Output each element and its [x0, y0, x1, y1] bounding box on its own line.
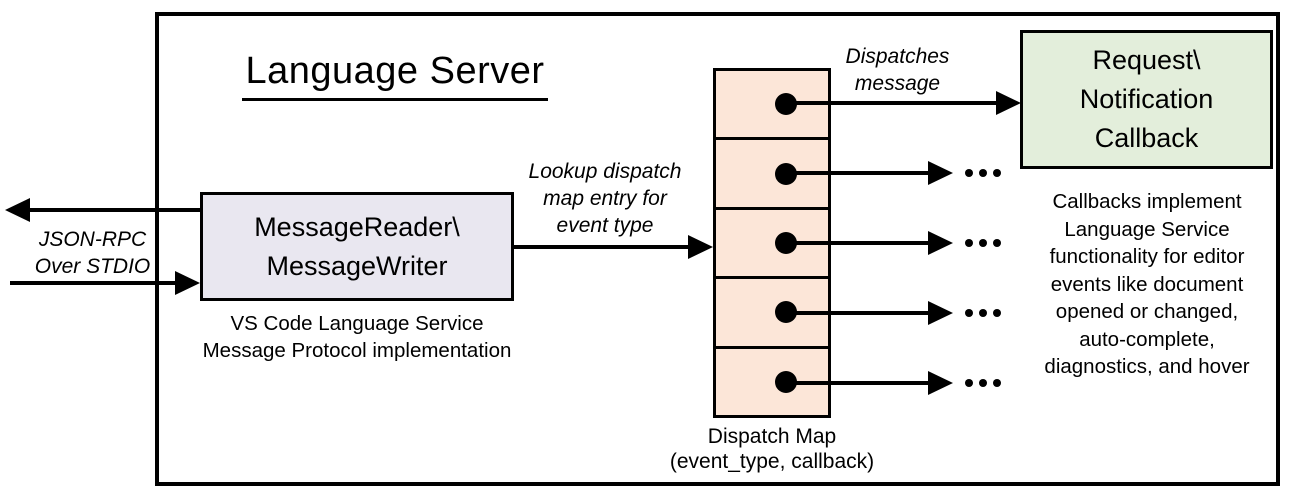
lookup-dispatch-label: Lookup dispatch map entry for event type — [512, 158, 698, 239]
ellipsis-icon — [965, 379, 1001, 387]
callbacks-note-line6: auto-complete, — [1079, 327, 1215, 351]
callback-box-line1: Request\ — [1092, 45, 1201, 75]
diagram-title: Language Server — [155, 50, 635, 101]
stdio-out-arrow-line — [28, 208, 200, 212]
lookup-dispatch-label-line1: Lookup dispatch — [528, 160, 682, 183]
message-writer-label: MessageWriter — [266, 250, 448, 281]
dispatch-map-caption-line2: (event_type, callback) — [669, 450, 875, 473]
callbacks-note-line2: Language Service — [1064, 217, 1230, 241]
json-rpc-stdio-label: JSON-RPC Over STDIO — [25, 226, 160, 280]
dispatch-arrowhead — [928, 301, 953, 325]
callback-box-line2: Notification — [1079, 84, 1214, 114]
lookup-dispatch-label-line2: map entry for — [543, 187, 667, 210]
dispatch-arrow-line — [786, 241, 930, 245]
reader-box-caption-line1: VS Code Language Service — [230, 312, 484, 335]
stdio-out-arrowhead — [5, 198, 30, 222]
ellipsis-icon — [965, 239, 1001, 247]
diagram-title-text: Language Server — [242, 50, 548, 101]
stdio-in-arrow-line — [10, 281, 177, 285]
dispatch-arrow-line — [786, 101, 998, 105]
callbacks-note-line1: Callbacks implement — [1052, 190, 1242, 213]
json-rpc-stdio-label-line2: Over STDIO — [34, 255, 151, 278]
dispatch-arrowhead — [928, 161, 953, 185]
dispatch-arrow-line — [786, 381, 930, 385]
dispatch-arrow-line — [786, 311, 930, 315]
lookup-arrow-line — [514, 245, 690, 249]
lookup-dispatch-label-line3: event type — [556, 214, 654, 237]
dispatch-arrowhead — [996, 91, 1021, 115]
dispatch-arrow-line — [786, 171, 930, 175]
stdio-in-arrowhead — [175, 271, 200, 295]
callback-box-line3: Callback — [1094, 123, 1199, 153]
dispatches-message-label: Dispatches message — [815, 43, 980, 97]
callbacks-note-line5: opened or changed, — [1055, 300, 1239, 323]
message-reader-writer-box: MessageReader\ MessageWriter — [200, 192, 514, 301]
callbacks-note-line7: diagnostics, and hover — [1044, 355, 1250, 378]
message-reader-label: MessageReader\ — [254, 211, 460, 242]
callbacks-note-line3: functionality for editor — [1049, 245, 1245, 268]
dispatch-arrowhead — [928, 371, 953, 395]
ellipsis-icon — [965, 169, 1001, 177]
json-rpc-stdio-label-line1: JSON-RPC — [38, 228, 147, 251]
ellipsis-icon — [965, 309, 1001, 317]
reader-box-caption-line2: Message Protocol implementation — [202, 339, 512, 362]
dispatches-message-label-line1: Dispatches — [845, 45, 950, 68]
dispatches-message-label-line2: message — [854, 72, 941, 95]
dispatch-map-caption-line1: Dispatch Map — [707, 425, 837, 448]
callbacks-note-line4: events like document — [1050, 272, 1244, 296]
dispatch-arrowhead — [928, 231, 953, 255]
reader-box-caption: VS Code Language Service Message Protoco… — [155, 310, 559, 364]
callbacks-note: Callbacks implement Language Service fun… — [1023, 188, 1271, 381]
dispatch-map-caption: Dispatch Map (event_type, callback) — [652, 424, 892, 474]
dispatch-map — [713, 68, 831, 418]
lookup-arrowhead — [688, 235, 713, 259]
request-notification-callback-box: Request\ Notification Callback — [1020, 30, 1273, 169]
